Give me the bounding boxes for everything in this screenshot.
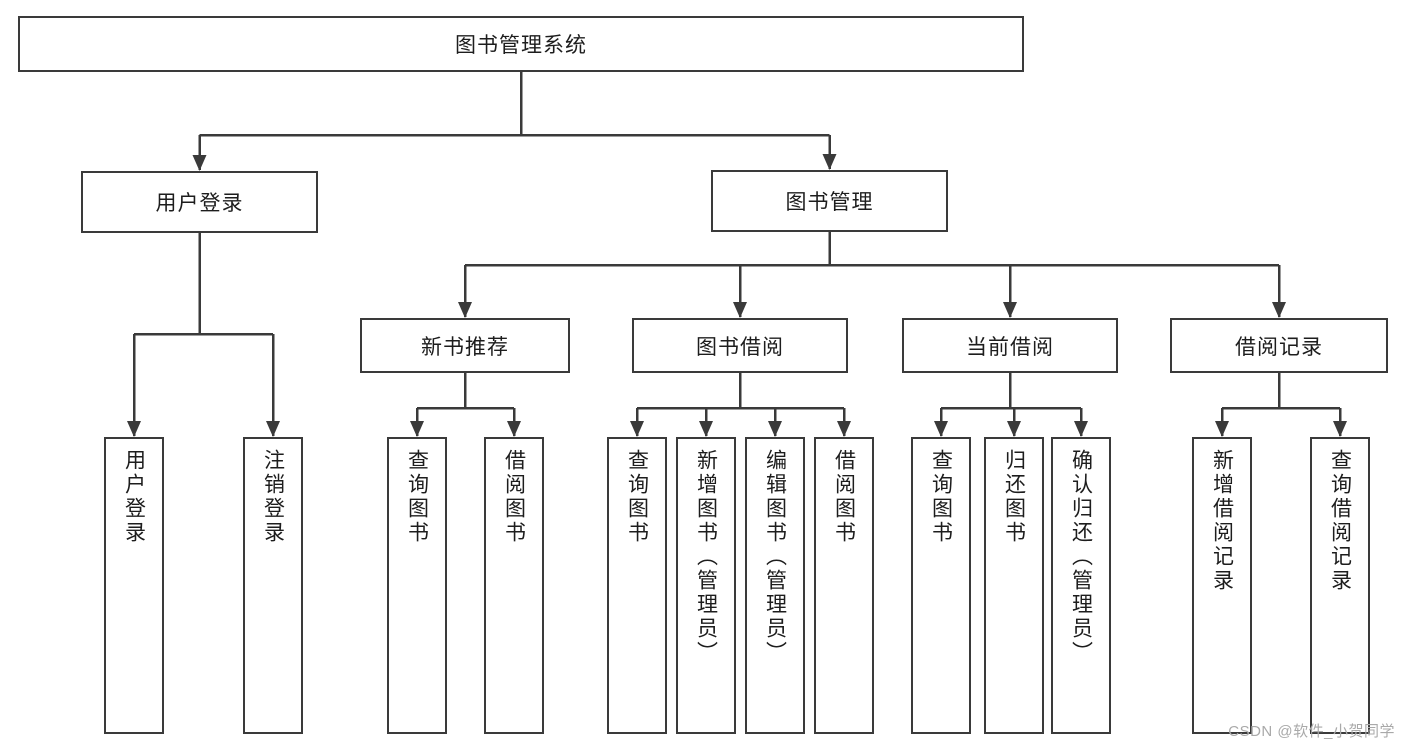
node-leaf-logout-login: 注销登录 xyxy=(243,437,303,734)
node-label: 图书管理系统 xyxy=(455,34,587,57)
node-label: 查询借阅记录 xyxy=(1328,449,1352,593)
node-leaf-add-book: 新增图书（管理员） xyxy=(676,437,736,734)
node-label: 用户登录 xyxy=(122,449,146,545)
arrow-head-icon xyxy=(1333,421,1347,437)
arrow-head-icon xyxy=(1074,421,1088,437)
node-current-borrow: 当前借阅 xyxy=(902,318,1118,373)
node-label: 图书借阅 xyxy=(696,335,784,359)
arrow-head-icon xyxy=(768,421,782,437)
node-leaf-return-book: 归还图书 xyxy=(984,437,1044,734)
arrow-head-icon xyxy=(699,421,713,437)
node-leaf-query-book-1: 查询图书 xyxy=(387,437,447,734)
arrow-head-icon xyxy=(1272,302,1286,318)
node-root: 图书管理系统 xyxy=(18,16,1024,72)
node-label: 查询图书 xyxy=(405,449,429,545)
watermark-label: CSDN @软件_小贺同学 xyxy=(1228,723,1395,740)
arrow-head-icon xyxy=(410,421,424,437)
node-borrow-record: 借阅记录 xyxy=(1170,318,1388,373)
arrow-head-icon xyxy=(934,421,948,437)
node-label: 查询图书 xyxy=(929,449,953,545)
arrow-head-icon xyxy=(1003,302,1017,318)
node-label: 借阅图书 xyxy=(502,449,526,545)
node-label: 编辑图书（管理员） xyxy=(763,449,787,665)
node-label: 借阅图书 xyxy=(832,449,856,545)
node-leaf-confirm-return: 确认归还（管理员） xyxy=(1051,437,1111,734)
node-leaf-user-login: 用户登录 xyxy=(104,437,164,734)
node-leaf-borrow-book-2: 借阅图书 xyxy=(814,437,874,734)
node-label: 借阅记录 xyxy=(1235,335,1323,359)
arrow-head-icon xyxy=(822,154,837,170)
node-leaf-borrow-book-1: 借阅图书 xyxy=(484,437,544,734)
node-book-borrow: 图书借阅 xyxy=(632,318,848,373)
node-user-login: 用户登录 xyxy=(81,171,318,233)
node-label: 新增借阅记录 xyxy=(1210,449,1234,593)
arrow-head-icon xyxy=(1215,421,1229,437)
node-label: 用户登录 xyxy=(155,192,244,215)
node-label: 注销登录 xyxy=(261,449,285,545)
node-leaf-query-record: 查询借阅记录 xyxy=(1310,437,1370,734)
node-leaf-query-book-3: 查询图书 xyxy=(911,437,971,734)
node-book-manage: 图书管理 xyxy=(711,170,948,232)
node-label: 归还图书 xyxy=(1002,449,1026,545)
arrow-head-icon xyxy=(630,421,644,437)
node-label: 图书管理 xyxy=(785,191,874,214)
node-leaf-add-record: 新增借阅记录 xyxy=(1192,437,1252,734)
arrow-head-icon xyxy=(837,421,851,437)
arrow-head-icon xyxy=(127,421,141,437)
arrow-head-icon xyxy=(266,421,280,437)
arrow-head-icon xyxy=(507,421,521,437)
node-leaf-edit-book: 编辑图书（管理员） xyxy=(745,437,805,734)
node-label: 当前借阅 xyxy=(966,335,1054,359)
node-label: 确认归还（管理员） xyxy=(1069,449,1093,665)
arrow-head-icon xyxy=(733,302,747,318)
node-label: 新书推荐 xyxy=(421,335,509,359)
arrow-head-icon xyxy=(458,302,472,318)
arrow-head-icon xyxy=(192,155,207,171)
node-leaf-query-book-2: 查询图书 xyxy=(607,437,667,734)
node-new-book-recommend: 新书推荐 xyxy=(360,318,570,373)
node-label: 查询图书 xyxy=(625,449,649,545)
node-label: 新增图书（管理员） xyxy=(694,449,718,665)
arrow-head-icon xyxy=(1007,421,1021,437)
